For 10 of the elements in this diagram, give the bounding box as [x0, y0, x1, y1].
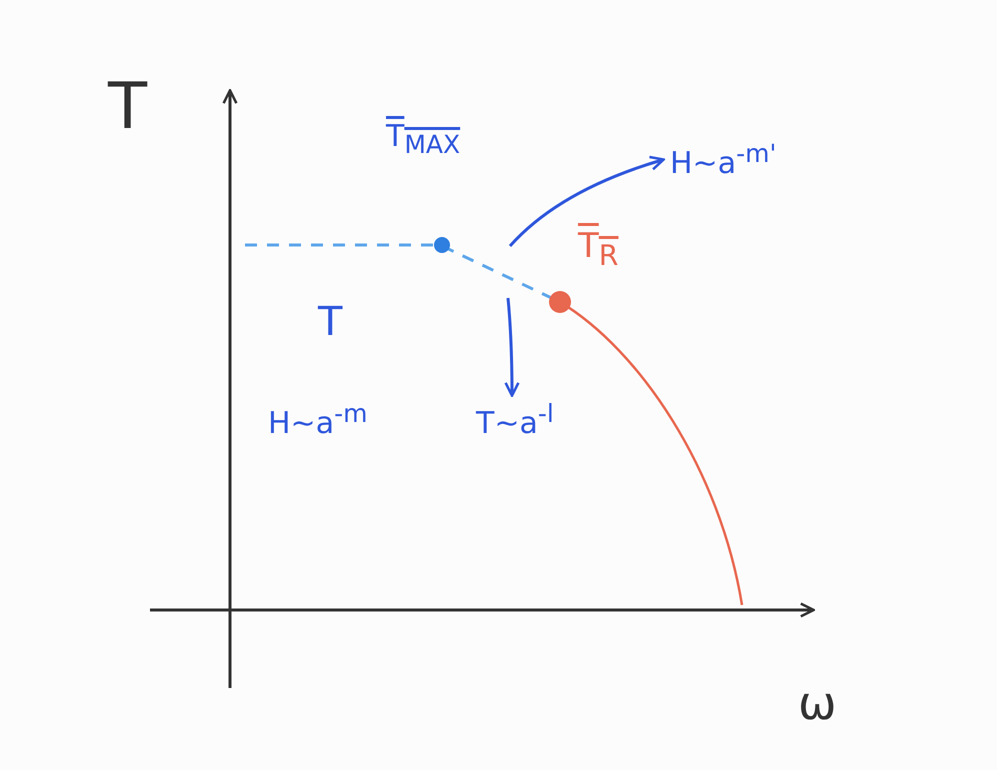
axis-label: T [108, 72, 148, 142]
scaling-label: H∼a$^{-m}$ [268, 400, 368, 440]
scaling-label: T∼a$^{-l}$ [476, 400, 554, 440]
point-label: T$_{MAX}$ [386, 120, 460, 158]
arrow [504, 298, 520, 397]
scaling-label: H∼a$^{-m'}$ [670, 140, 776, 180]
arrow [508, 156, 665, 248]
axis-label: ω [798, 678, 837, 729]
point-label: T$_{R}$ [578, 228, 618, 271]
region-label: T [318, 300, 342, 344]
